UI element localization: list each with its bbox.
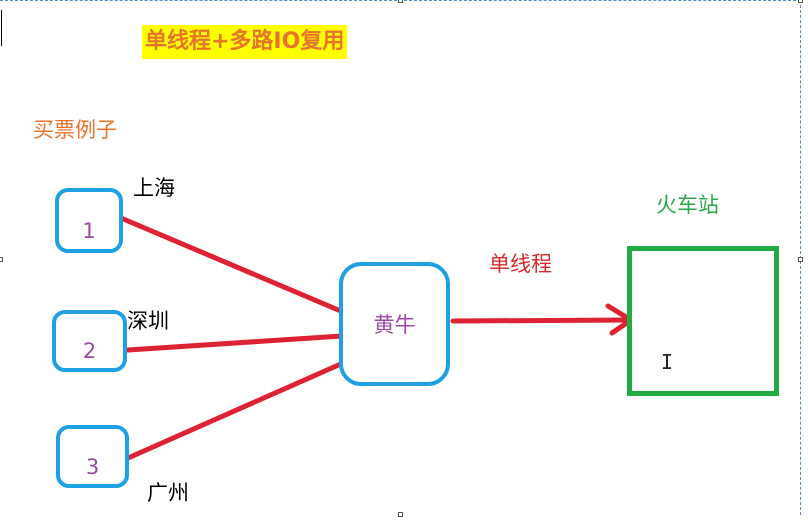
ibeam-cursor-icon: I	[661, 350, 674, 374]
connector-1-to-scalper	[118, 215, 346, 315]
client-city-2: 深圳	[127, 309, 169, 333]
diagram-title: 单线程+多路IO复用	[142, 25, 348, 59]
client-city-3: 广州	[147, 481, 189, 505]
selection-handle-middle-right[interactable]	[798, 257, 803, 262]
single-thread-label: 单线程	[489, 252, 552, 276]
train-station-label: 火车站	[656, 193, 719, 217]
client-node-2-number: 2	[82, 339, 97, 363]
selection-handle-bottom-center[interactable]	[398, 512, 403, 517]
selection-handle-top-center[interactable]	[398, 0, 403, 3]
scalper-node: 黄牛	[339, 262, 450, 386]
client-node-2: 2	[52, 310, 127, 372]
client-node-3: 3	[56, 425, 129, 488]
selection-handle-top-right[interactable]	[798, 0, 803, 3]
client-city-1: 上海	[133, 176, 175, 200]
client-node-1-number: 1	[82, 218, 96, 243]
scalper-label: 黄牛	[373, 313, 416, 337]
connector-2-to-scalper	[125, 333, 345, 353]
train-station-box	[627, 246, 779, 396]
client-node-3-number: 3	[85, 454, 100, 479]
connector-3-to-scalper	[125, 360, 346, 461]
text-insertion-cursor	[1, 10, 2, 46]
example-label: 买票例子	[33, 118, 117, 142]
arrow-shaft	[450, 317, 633, 324]
selection-handle-middle-left[interactable]	[0, 257, 3, 262]
client-node-1: 1	[55, 188, 123, 253]
